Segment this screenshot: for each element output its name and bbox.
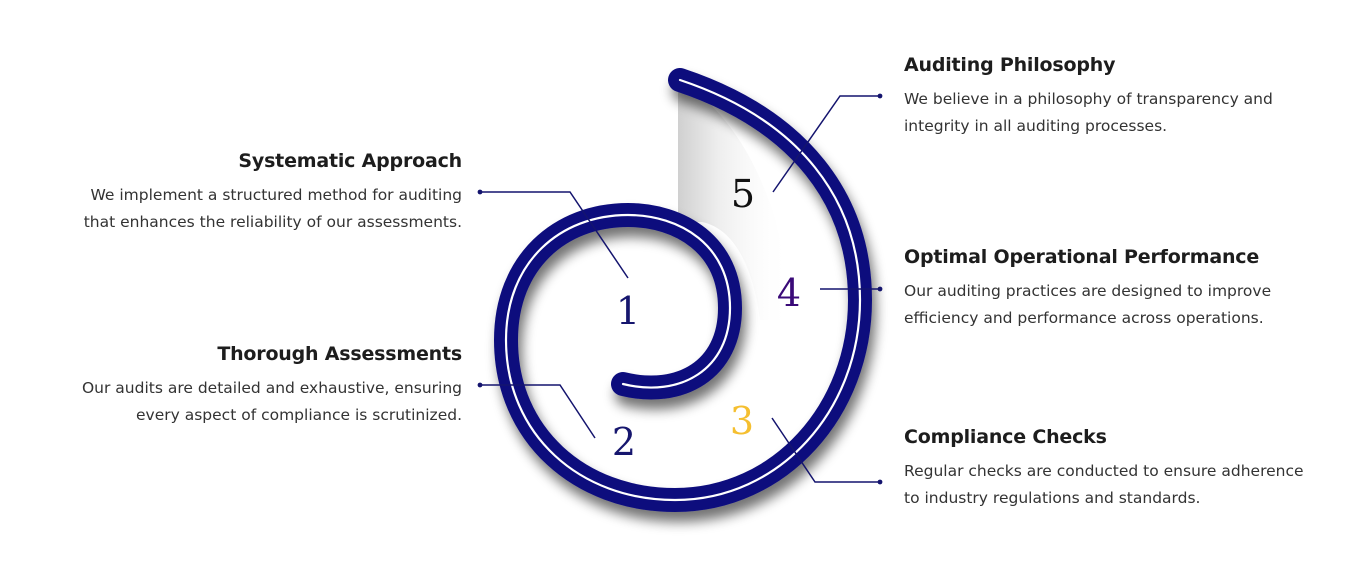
step-number-1: 1: [616, 289, 640, 333]
step-title-4: Optimal Operational Performance: [904, 246, 1260, 268]
step-description-5: We believe in a philosophy of transparen…: [904, 90, 1273, 135]
step-title-2: Thorough Assessments: [217, 343, 462, 365]
step-title-5: Auditing Philosophy: [904, 54, 1116, 76]
step-block-1: Systematic Approach We implement a struc…: [60, 150, 462, 236]
connector-dots: [477, 93, 883, 485]
connectors: [480, 95, 880, 483]
step-description-1: We implement a structured method for aud…: [83, 186, 462, 231]
step-block-3: Compliance Checks Regular checks are con…: [904, 426, 1324, 512]
connector-dot-2: [477, 382, 483, 388]
step-block-5: Auditing Philosophy We believe in a phil…: [904, 54, 1314, 140]
spiral-center-line: [504, 78, 862, 502]
step-description-2: Our audits are detailed and exhaustive, …: [81, 379, 462, 424]
step-number-3: 3: [730, 399, 754, 443]
connector-2: [480, 384, 596, 439]
connector-3: [771, 417, 880, 483]
connector-5: [772, 95, 880, 193]
step-number-4: 4: [777, 271, 801, 315]
connector-dot-4: [877, 286, 883, 292]
connector-dot-1: [477, 189, 483, 195]
step-block-4: Optimal Operational Performance Our audi…: [904, 246, 1314, 332]
connector-dot-5: [877, 93, 883, 99]
step-number-5: 5: [731, 172, 755, 216]
step-title-1: Systematic Approach: [238, 150, 462, 172]
step-number-2: 2: [612, 420, 636, 464]
spiral-tail-shade: [678, 86, 790, 320]
connector-1: [480, 191, 629, 279]
step-description-4: Our auditing practices are designed to i…: [904, 282, 1272, 327]
step-block-2: Thorough Assessments Our audits are deta…: [60, 343, 462, 429]
connector-dot-3: [877, 479, 883, 485]
step-description-3: Regular checks are conducted to ensure a…: [904, 462, 1304, 507]
step-title-3: Compliance Checks: [904, 426, 1107, 448]
